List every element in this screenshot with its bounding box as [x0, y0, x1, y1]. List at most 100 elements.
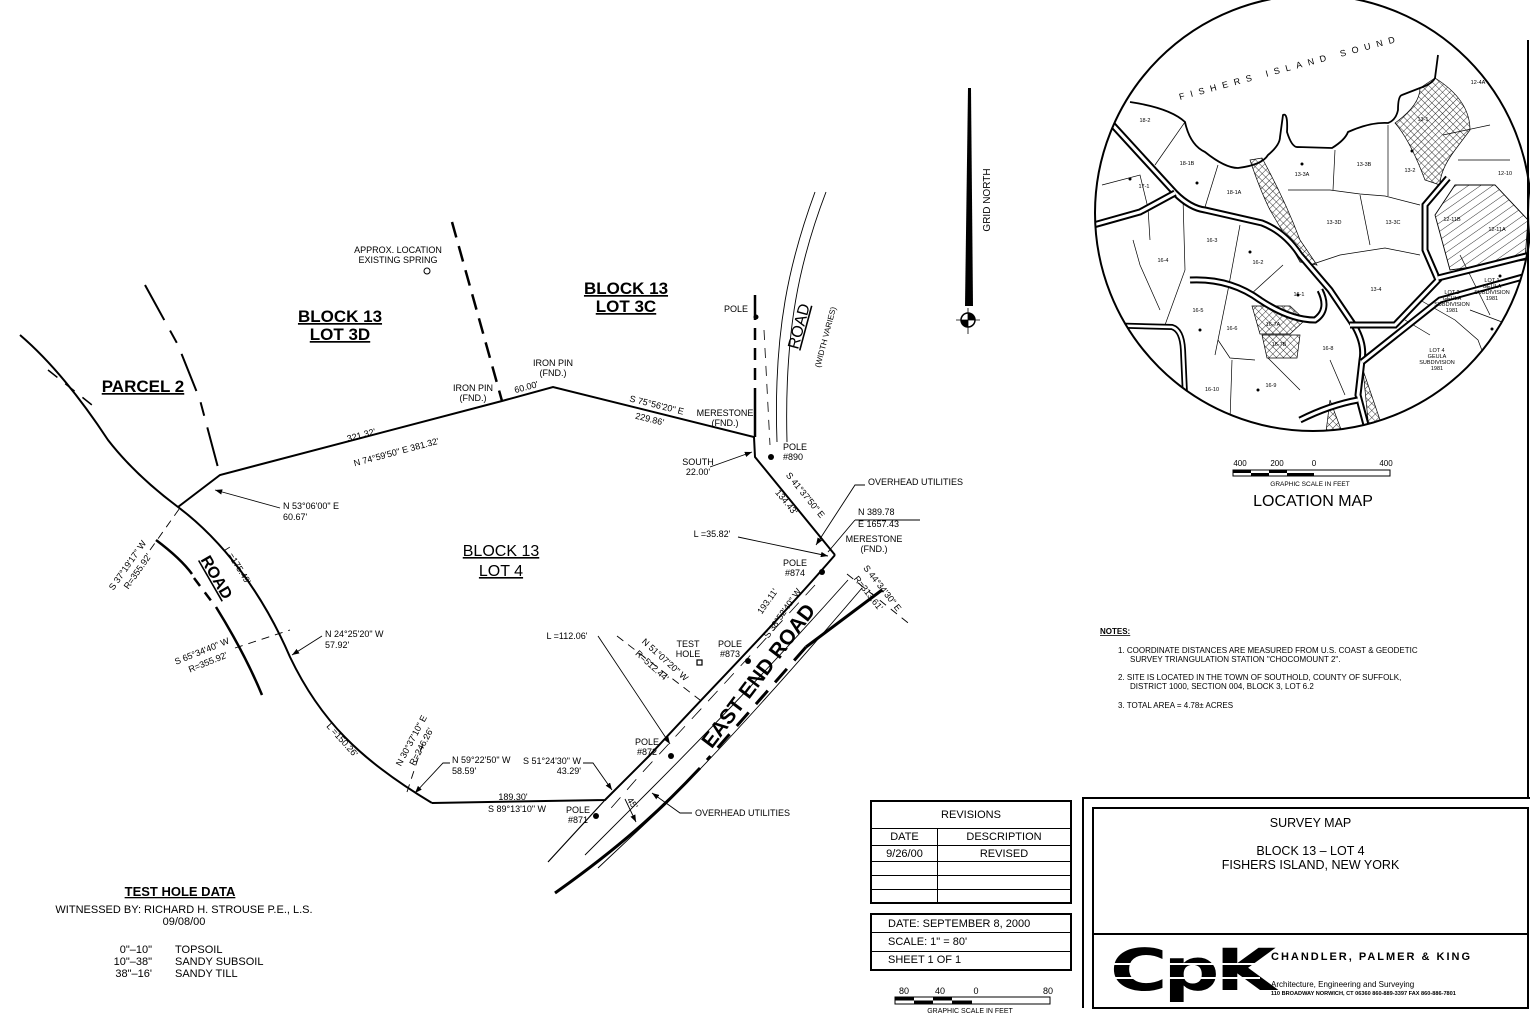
notes-heading: NOTES: [1100, 627, 1130, 636]
note-2-cont: DISTRICT 1000, SECTION 004, BLOCK 3, LOT… [1130, 682, 1314, 691]
lot-3c-label: LOT 3C [596, 297, 656, 316]
revision-row-empty [872, 862, 1070, 876]
scale-tick: 80 [1043, 986, 1053, 996]
pole-890-label: POLE [783, 442, 807, 452]
dimension: N 74°59'50" E 381.32' [353, 436, 441, 468]
iron-pin-label: (FND.) [540, 368, 567, 378]
map-lot-label: 18-1A [1227, 190, 1242, 196]
firm-address: 110 BROADWAY NORWICH, CT 06360 860-889-3… [1271, 991, 1456, 997]
pole-890-label: #890 [783, 452, 803, 462]
map-lot-label: 12-11B [1443, 217, 1461, 223]
lot-3d-3c-boundary [450, 221, 504, 402]
map-subdivision-label: GEULA [1428, 354, 1447, 360]
merestone-label: (FND.) [712, 418, 739, 428]
pole-icon [745, 658, 751, 664]
pole-icon [753, 314, 759, 320]
dimension: N 24°25'20" W [325, 629, 384, 639]
dimension: 45' [625, 796, 640, 812]
iron-pin-label: IRON PIN [453, 383, 493, 393]
map-subdivision-label: GEULA [1443, 296, 1462, 302]
dimension: SOUTH [682, 457, 714, 467]
map-subdivision-label: LOT 1 [1484, 278, 1499, 284]
pole-873-label: #873 [720, 649, 740, 659]
dimension: 134.43' [773, 488, 799, 517]
road-width-label: (WIDTH VARIES) [813, 305, 838, 368]
soil-depth: 38"–16' [115, 968, 152, 980]
revisions-title: REVISIONS [872, 802, 1070, 829]
map-lot-label: 18-2 [1139, 118, 1150, 124]
coordinate-east: E 1657.43 [858, 519, 899, 529]
pole-icon [819, 569, 825, 575]
lot-3d-block-label: BLOCK 13 [298, 307, 382, 326]
dimension: 60.67' [283, 512, 308, 522]
left-dashed-line [47, 369, 93, 406]
pole-871-label: #871 [568, 815, 588, 825]
revision-row: 9/26/00 REVISED [872, 846, 1070, 862]
dimension: 57.92' [325, 640, 350, 650]
map-lot-label: 16-4 [1157, 258, 1168, 264]
leader-lines [214, 451, 920, 823]
map-lot-label: 16-7B [1272, 342, 1287, 348]
dimension: 43.29' [557, 766, 582, 776]
drawing-location: FISHERS ISLAND, NEW YORK [1221, 858, 1400, 872]
scale-tick: 0 [1312, 459, 1317, 468]
pole-874-label: POLE [783, 558, 807, 568]
pole-872-label: #872 [637, 747, 657, 757]
note-1: 1. COORDINATE DISTANCES ARE MEASURED FRO… [1118, 646, 1418, 655]
iron-pin-label: (FND.) [460, 393, 487, 403]
map-lot-label: 16-7A [1266, 322, 1281, 328]
map-subdivision-label: 1981 [1446, 308, 1458, 314]
map-lot-label: 12-11A [1488, 227, 1506, 233]
dimension: S 89°13'10" W [488, 804, 547, 814]
map-lot-label: 13-3B [1357, 162, 1372, 168]
test-hole-witness: WITNESSED BY: RICHARD H. STROUSE P.E., L… [55, 904, 312, 916]
notes: NOTES: 1. COORDINATE DISTANCES ARE MEASU… [1100, 627, 1418, 710]
pole-871-label: POLE [566, 805, 590, 815]
coordinate-north: N 389.78 [858, 507, 895, 517]
dimension: 189.30' [498, 792, 528, 802]
map-lot-label: 16-2 [1252, 260, 1263, 266]
firm-name: CHANDLER, PALMER & KING [1271, 951, 1473, 963]
dimension: 22.00' [686, 467, 711, 477]
drawing-subtitle: BLOCK 13 – LOT 4 [1256, 844, 1365, 858]
logo-stripe [1110, 963, 1260, 965]
map-lot-label: 13-3A [1295, 172, 1310, 178]
pole-icon [768, 454, 774, 460]
grid-north-label: GRID NORTH [982, 168, 993, 231]
overhead-utilities-label: OVERHEAD UTILITIES [868, 477, 963, 487]
spring-icon [423, 267, 431, 275]
map-subdivision-label: GEULA [1483, 284, 1502, 290]
map-lot-label: 16-1 [1293, 292, 1304, 298]
firm-area: CpK CHANDLER, PALMER & KING Architecture… [1094, 935, 1527, 1009]
map-lot-label: 16-5 [1192, 308, 1203, 314]
survey-points [423, 267, 825, 819]
test-hole-title: TEST HOLE DATA [125, 884, 236, 899]
map-lot-label: 16-9 [1265, 383, 1276, 389]
map-lot-label: 13-3C [1386, 220, 1401, 226]
dimension: 193.11' [755, 586, 780, 615]
east-end-road-label: EAST END ROAD [697, 600, 820, 753]
test-hole-label: TEST [676, 639, 700, 649]
note-3: 3. TOTAL AREA = 4.78± ACRES [1118, 701, 1233, 710]
scale-caption: GRAPHIC SCALE IN FEET [927, 1008, 1013, 1015]
dimension: 58.59' [452, 766, 477, 776]
soil-depth: 10"–38" [114, 956, 152, 968]
left-road-lines [155, 539, 264, 696]
pole-label: POLE [724, 304, 748, 314]
test-hole-data: TEST HOLE DATA WITNESSED BY: RICHARD H. … [55, 884, 312, 980]
top-road-label: ROAD [785, 302, 813, 351]
scale-tick: 0 [973, 986, 978, 996]
location-map-title: LOCATION MAP [1253, 493, 1373, 510]
map-lot-label: 13-3D [1327, 220, 1342, 226]
sheet-scale: SCALE: 1" = 80' [872, 933, 1070, 952]
soil-type: SANDY SUBSOIL [175, 956, 263, 968]
title-area: SURVEY MAP BLOCK 13 – LOT 4 FISHERS ISLA… [1094, 809, 1527, 935]
merestone-label: MERESTONE [846, 534, 903, 544]
map-lot-label: 16-8 [1322, 346, 1333, 352]
dimension: N 59°22'50" W [452, 755, 511, 765]
scale-caption: GRAPHIC SCALE IN FEET [1270, 481, 1349, 488]
map-lot-label: 16-10 [1205, 387, 1219, 393]
note-2: 2. SITE IS LOCATED IN THE TOWN OF SOUTHO… [1118, 673, 1401, 682]
dimension: L =150.26' [325, 721, 361, 759]
